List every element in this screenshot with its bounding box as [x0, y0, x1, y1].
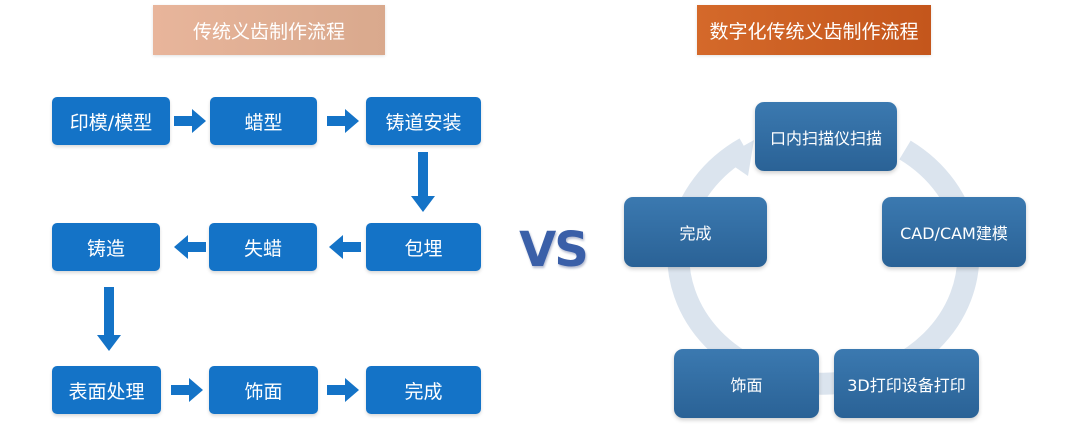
- step-investing: 包埋: [366, 223, 481, 271]
- step-complete: 完成: [366, 366, 481, 414]
- step-wax-pattern: 蜡型: [210, 97, 317, 145]
- digital-process-title: 数字化传统义齿制作流程: [697, 5, 931, 55]
- step-sprue-installation: 铸道安装: [366, 97, 481, 145]
- digital-step-intraoral-scan: 口内扫描仪扫描: [755, 102, 897, 171]
- vs-label: VS: [519, 222, 589, 278]
- digital-step-complete: 完成: [624, 197, 767, 267]
- arrow-right-icon: [327, 378, 359, 402]
- arrow-down-icon: [411, 152, 435, 212]
- digital-step-cad-cam: CAD/CAM建模: [882, 197, 1026, 267]
- step-casting: 铸造: [52, 223, 160, 271]
- arrow-left-icon: [174, 235, 206, 259]
- step-wax-burnout: 失蜡: [209, 223, 317, 271]
- arrow-down-icon: [97, 287, 121, 351]
- arrow-right-icon: [327, 109, 359, 133]
- step-veneering: 饰面: [209, 366, 318, 414]
- step-impression-model: 印模/模型: [52, 97, 170, 145]
- traditional-process-title: 传统义齿制作流程: [153, 5, 385, 55]
- digital-step-veneering: 饰面: [674, 349, 819, 418]
- step-surface-treatment: 表面处理: [52, 366, 161, 414]
- arrow-right-icon: [174, 109, 206, 133]
- digital-step-3d-print: 3D打印设备打印: [834, 349, 979, 418]
- arrow-right-icon: [171, 378, 203, 402]
- arrow-left-icon: [329, 235, 361, 259]
